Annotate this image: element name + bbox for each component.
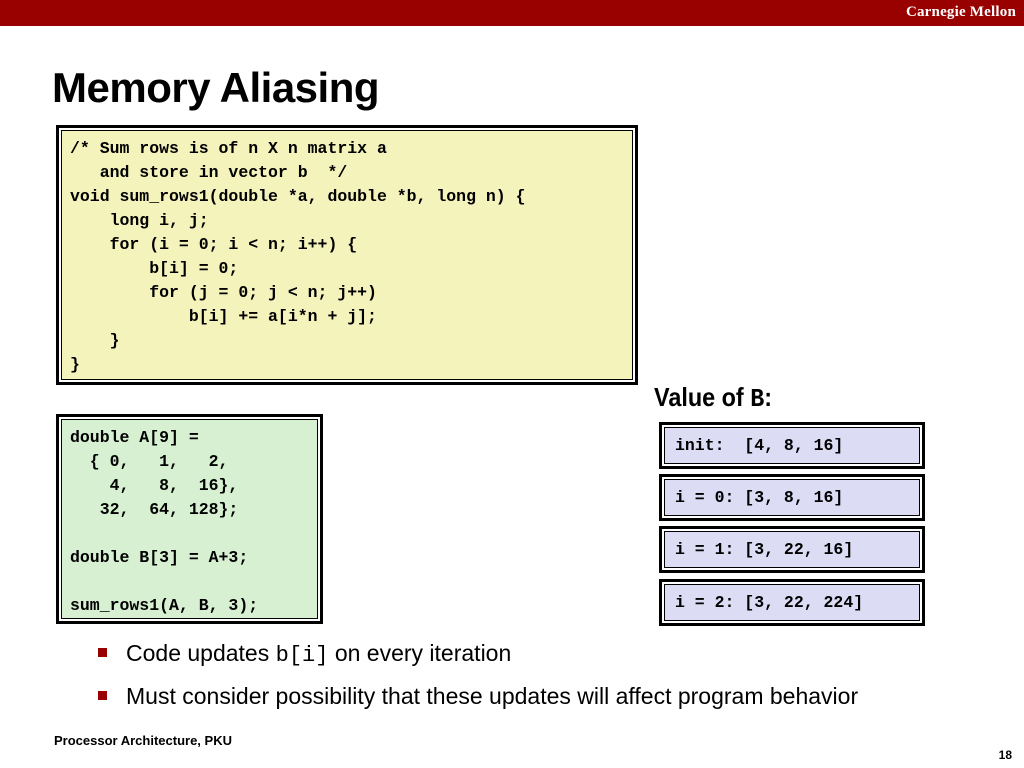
values-label-var: B	[750, 384, 765, 414]
value-row-i1: i = 1: [3, 22, 16]	[659, 526, 925, 573]
value-row-init: init: [4, 8, 16]	[659, 422, 925, 469]
values-label-suffix: :	[764, 382, 773, 412]
bullet-item: Must consider possibility that these upd…	[96, 681, 896, 711]
code-text-sum-rows: /* Sum rows is of n X n matrix a and sto…	[70, 139, 526, 374]
code-block-inner: /* Sum rows is of n X n matrix a and sto…	[61, 130, 633, 380]
slide-title: Memory Aliasing	[52, 64, 380, 111]
bullet-text: on every iteration	[328, 640, 512, 666]
value-row-inner: i = 2: [3, 22, 224]	[664, 584, 920, 621]
value-row-text: init: [4, 8, 16]	[675, 436, 844, 455]
value-row-inner: i = 0: [3, 8, 16]	[664, 479, 920, 516]
value-row-inner: i = 1: [3, 22, 16]	[664, 531, 920, 568]
bullet-list: Code updates b[i] on every iteration Mus…	[96, 638, 896, 721]
code-block-sum-rows: /* Sum rows is of n X n matrix a and sto…	[56, 125, 638, 385]
values-label-prefix: Value of	[654, 382, 751, 412]
brand-name: Carnegie Mellon	[905, 4, 1016, 20]
square-bullet-icon	[98, 648, 107, 657]
page-number: 18	[998, 748, 1012, 762]
bullet-text: Must consider possibility that these upd…	[126, 683, 859, 709]
value-row-text: i = 1: [3, 22, 16]	[675, 540, 854, 559]
bullet-text: Code updates	[126, 640, 276, 666]
value-row-text: i = 2: [3, 22, 224]	[675, 593, 864, 612]
value-row-i2: i = 2: [3, 22, 224]	[659, 579, 925, 626]
value-row-i0: i = 0: [3, 8, 16]	[659, 474, 925, 521]
code-text-declarations: double A[9] = { 0, 1, 2, 4, 8, 16}, 32, …	[70, 428, 259, 615]
value-row-text: i = 0: [3, 8, 16]	[675, 488, 844, 507]
code-block-declarations: double A[9] = { 0, 1, 2, 4, 8, 16}, 32, …	[56, 414, 323, 624]
values-panel-label: Value of B:	[654, 382, 772, 414]
square-bullet-icon	[98, 691, 107, 700]
code-block-inner: double A[9] = { 0, 1, 2, 4, 8, 16}, 32, …	[61, 419, 318, 619]
top-header-bar: Carnegie Mellon	[0, 0, 1024, 26]
bullet-item: Code updates b[i] on every iteration	[96, 638, 896, 671]
value-row-inner: init: [4, 8, 16]	[664, 427, 920, 464]
footer-course: Processor Architecture, PKU	[54, 733, 232, 748]
bullet-code: b[i]	[275, 643, 329, 668]
